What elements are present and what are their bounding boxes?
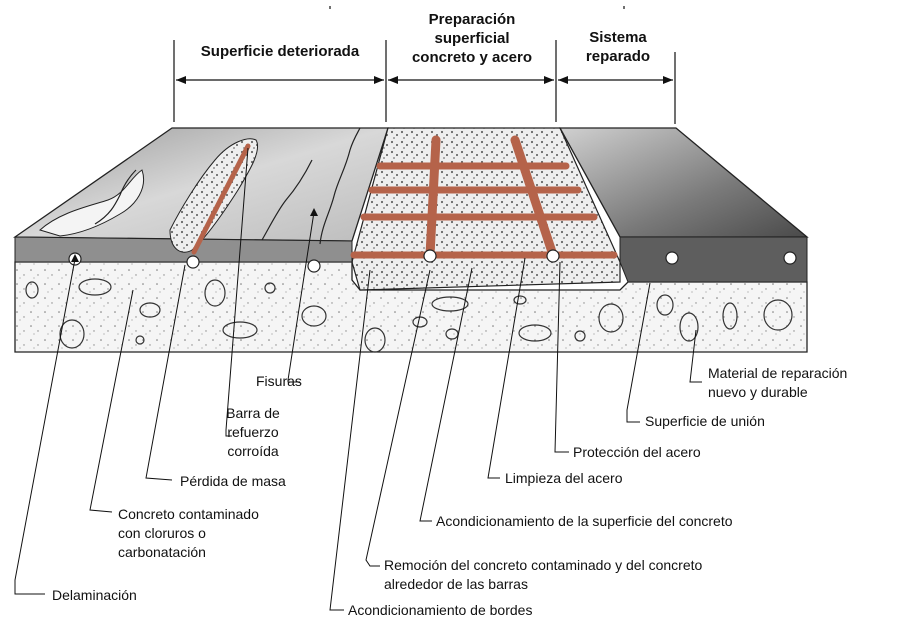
label-concreto-contaminado: Concreto contaminado con cloruros o carb… [118,505,259,562]
leader-lines [14,147,702,611]
label-fisuras: Fisuras [256,373,302,389]
label-contaminado-line1: Concreto contaminado [118,506,259,522]
dimension-lines [173,6,676,124]
rebar-grid [350,135,618,260]
header-prep-line2: superficial [434,30,510,47]
header-system-line1: Sistema [589,29,647,46]
label-barra-line1: Barra de [226,405,280,421]
dimension-arrows [176,76,673,84]
label-material-line1: Material de reparación [708,365,848,381]
header-prep-line1: Preparación [428,11,516,28]
label-barra-line3: corroída [227,443,279,459]
label-contaminado-line2: con cloruros o [118,525,206,541]
leader-arrows [71,208,318,262]
label-acondicionamiento-superficie: Acondicionamiento de la superficie del c… [436,513,733,529]
label-remocion-line1: Remoción del concreto contaminado y del … [384,557,703,573]
label-remocion-concreto: Remoción del concreto contaminado y del … [384,556,702,594]
header-superficie-deteriorada: Superficie deteriorada [174,42,386,61]
label-remocion-line2: alrededor de las barras [384,576,528,592]
label-perdida-masa: Pérdida de masa [180,473,286,489]
label-material-reparacion: Material de reparación nuevo y durable [708,364,847,402]
header-preparacion: Preparación superficial concreto y acero [388,10,556,67]
header-prep-line3: concreto y acero [411,49,533,66]
delaminated-area [39,169,144,237]
corroded-rebar-left [191,143,251,255]
label-barra-line2: refuerzo [227,424,279,440]
aggregate-stones [25,278,793,353]
header-sistema-reparado: Sistema reparado [560,28,676,66]
label-limpieza-acero: Limpieza del acero [505,470,623,486]
label-barra-refuerzo: Barra de refuerzo corroída [222,404,284,461]
label-proteccion-acero: Protección del acero [573,444,701,460]
label-acondicionamiento-bordes: Acondicionamiento de bordes [348,602,533,618]
label-contaminado-line3: carbonatación [118,544,206,560]
surface-cracks [94,127,361,245]
label-superficie-union: Superficie de unión [645,413,765,429]
slab-front-face [14,261,808,353]
header-system-line2: reparado [585,48,651,65]
label-material-line2: nuevo y durable [708,384,808,400]
label-delaminacion: Delaminación [52,587,137,603]
header-surface-text: Superficie deteriorada [200,43,360,60]
repaired-side [619,236,808,283]
